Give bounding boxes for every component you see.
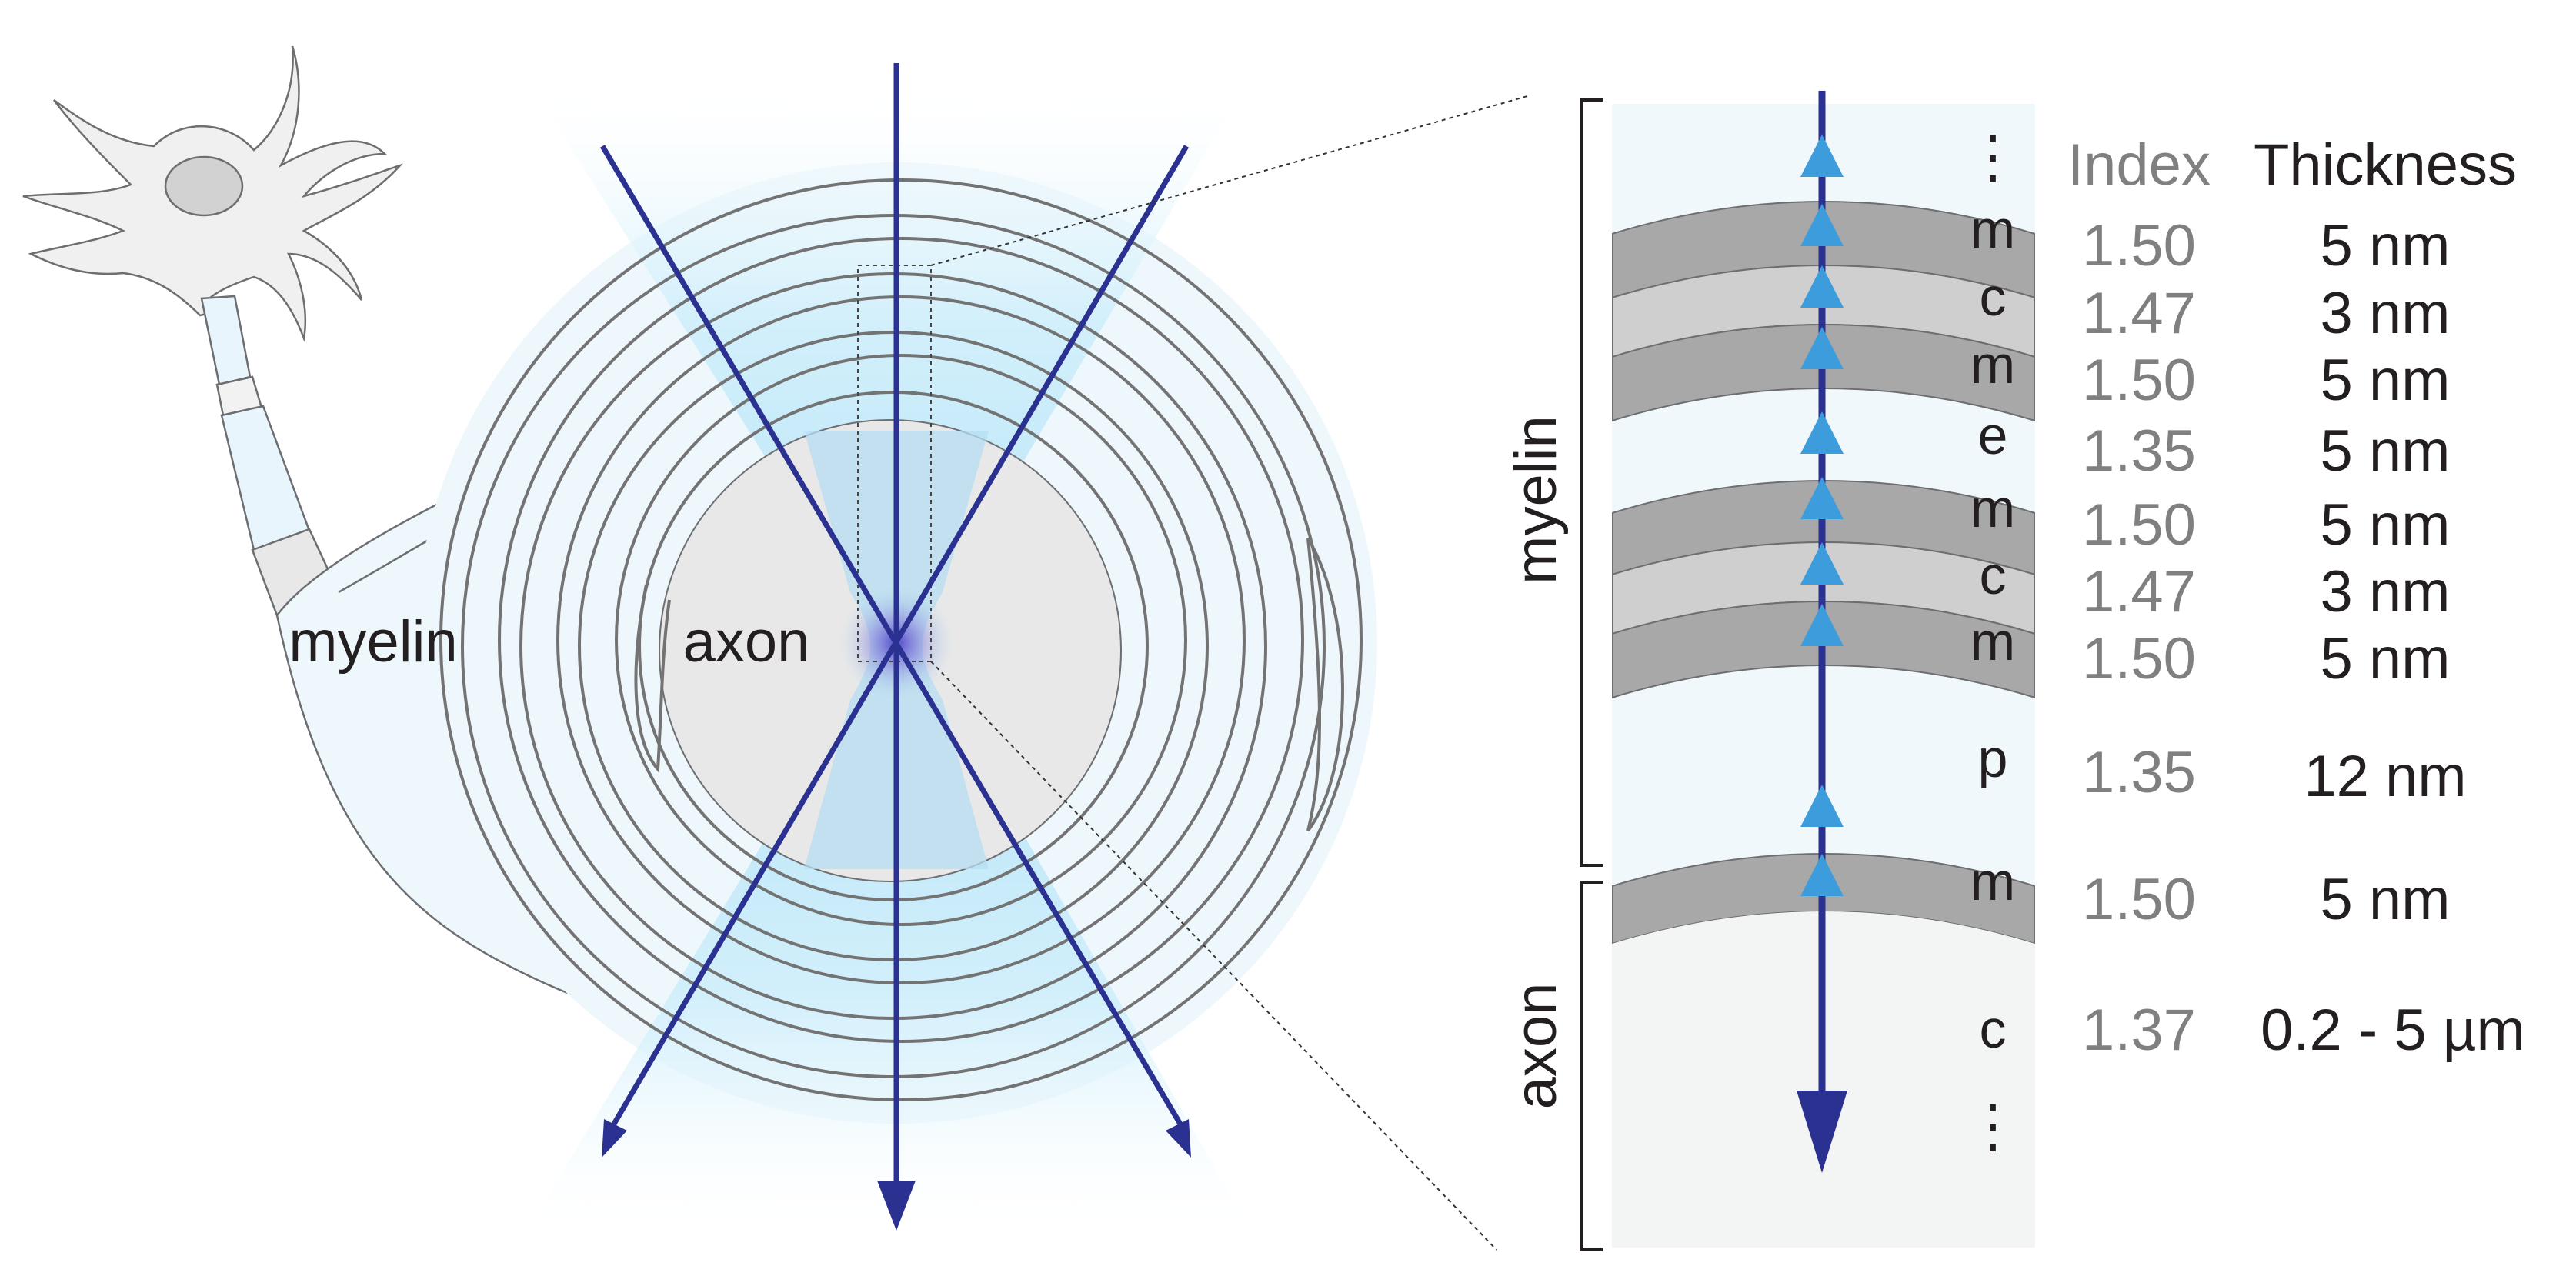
layer-index-1: 1.50 <box>2082 213 2196 278</box>
myelin-ring <box>439 178 1363 1101</box>
layer-letter-5: m <box>1970 478 2015 538</box>
light-arrowhead <box>1800 477 1844 519</box>
axon-bracket <box>1580 881 1603 1251</box>
inner-mesaxon <box>634 584 671 773</box>
light-arrowhead <box>1800 327 1844 369</box>
light-arrowhead <box>1800 204 1844 246</box>
layer-thickness-5: 5 nm <box>2321 492 2451 558</box>
layer-letter-10: c <box>1980 999 2007 1059</box>
cross-section: axon myelin <box>289 63 1377 1231</box>
axon-label-left: axon <box>683 609 810 675</box>
layer-thickness-1: 5 nm <box>2321 213 2451 278</box>
layer-letter-8: p <box>1978 728 2008 788</box>
myelin-ring <box>498 237 1304 1043</box>
layer-thickness-3: 5 nm <box>2321 348 2451 413</box>
myelin-internode-2 <box>220 405 311 551</box>
zoom-line-bottom <box>930 661 1497 1251</box>
layer-letter-3: m <box>1970 335 2015 395</box>
layer-thickness-6: 3 nm <box>2321 559 2451 625</box>
layer-thickness-2: 3 nm <box>2321 281 2451 346</box>
ellipsis-bottom: ⋮ <box>1964 1094 2022 1159</box>
zoom-region <box>857 265 932 662</box>
layer-index-7: 1.50 <box>2082 626 2196 691</box>
light-arrowhead <box>1800 542 1844 585</box>
ellipsis-top: ⋮ <box>1964 125 2022 190</box>
light-arrowhead <box>1800 785 1844 827</box>
layer-index-8: 1.35 <box>2082 740 2196 805</box>
ray-diagonal-right-head <box>602 1119 627 1158</box>
ray-vertical-head <box>877 1181 916 1231</box>
layer-letter-6: c <box>1980 545 2007 605</box>
myelin-ring <box>461 214 1326 1078</box>
neuron-cell-illustration <box>22 45 404 617</box>
light-arrowheads <box>1800 135 1844 896</box>
layer-letter-4: e <box>1978 405 2008 465</box>
layer-index-2: 1.47 <box>2082 281 2196 346</box>
layer-stack <box>1612 91 2035 1248</box>
ray-diagonal-right <box>605 145 1190 1136</box>
ray-diagonal-left-head <box>1166 1119 1191 1158</box>
layer-letter-9: m <box>1970 851 2015 911</box>
myelin-label-left: myelin <box>289 609 458 675</box>
light-arrowhead <box>1800 854 1844 896</box>
layer-thickness-8: 12 nm <box>2304 744 2466 809</box>
layer-index-10: 1.37 <box>2082 998 2196 1063</box>
layer-index-9: 1.50 <box>2082 867 2196 932</box>
light-arrowhead <box>1800 265 1844 308</box>
light-arrowhead <box>1800 411 1844 454</box>
layer-letter-2: c <box>1980 267 2007 327</box>
layer-index-5: 1.50 <box>2082 492 2196 558</box>
layer-letter-7: m <box>1970 611 2015 671</box>
layer-thickness-4: 5 nm <box>2321 418 2451 484</box>
layer-thickness-7: 5 nm <box>2321 626 2451 691</box>
index-column-header: Index <box>2067 132 2211 198</box>
myelin-rings <box>439 178 1363 1101</box>
layer-index-6: 1.47 <box>2082 559 2196 625</box>
myelin-ring <box>578 331 1209 961</box>
myelin-ring <box>556 295 1246 984</box>
myelin-ring <box>615 354 1187 926</box>
layer-thickness-9: 5 nm <box>2321 867 2451 932</box>
myelin-ring <box>519 272 1267 1020</box>
light-arrowhead <box>1800 604 1844 646</box>
zoom-line-top <box>930 95 1528 266</box>
myelin-bracket-label: myelin <box>1503 415 1569 585</box>
layer-index-3: 1.50 <box>2082 348 2196 413</box>
axon-hillock <box>200 295 252 386</box>
layer-index-4: 1.35 <box>2082 418 2196 484</box>
thickness-column-header: Thickness <box>2254 132 2517 198</box>
neuron-nucleus <box>164 155 244 217</box>
axon-bracket-label: axon <box>1503 983 1569 1110</box>
light-arrowhead <box>1800 135 1844 177</box>
stack-ray-head <box>1797 1091 1847 1173</box>
myelin-ring <box>638 391 1149 901</box>
myelin-bracket <box>1580 98 1603 867</box>
layer-thickness-10: 0.2 - 5 µm <box>2261 998 2525 1063</box>
outer-mesaxon <box>1306 537 1344 832</box>
layer-letter-1: m <box>1970 199 2015 259</box>
